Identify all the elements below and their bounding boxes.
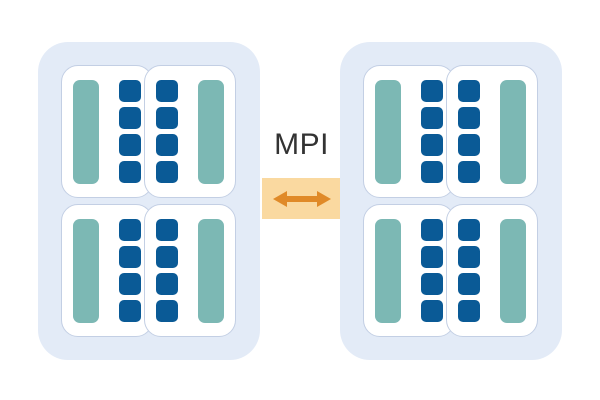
mpi-label: MPI: [274, 128, 329, 161]
core: [421, 300, 443, 323]
socket-card: [363, 65, 455, 198]
core: [119, 79, 141, 102]
core: [458, 134, 480, 157]
core: [119, 161, 141, 184]
core: [119, 245, 141, 268]
memory-bar: [198, 79, 224, 184]
core-column: [156, 218, 178, 323]
core: [119, 134, 141, 157]
mpi-link-band: [262, 178, 341, 219]
core: [458, 300, 480, 323]
memory-bar: [375, 218, 401, 323]
core: [421, 79, 443, 102]
core: [156, 218, 178, 241]
socket-card: [144, 204, 236, 337]
memory-bar: [73, 218, 99, 323]
core: [421, 245, 443, 268]
core: [421, 273, 443, 296]
node-right: [340, 42, 562, 360]
core-column: [156, 79, 178, 184]
socket-card: [446, 204, 538, 337]
socket-card: [61, 204, 153, 337]
core: [119, 106, 141, 129]
core: [119, 218, 141, 241]
core: [458, 79, 480, 102]
core: [119, 300, 141, 323]
core: [156, 106, 178, 129]
memory-bar: [375, 79, 401, 184]
core: [421, 218, 443, 241]
memory-bar: [500, 218, 526, 323]
memory-bar: [198, 218, 224, 323]
memory-bar: [73, 79, 99, 184]
core: [458, 161, 480, 184]
core: [156, 79, 178, 102]
core: [156, 300, 178, 323]
core: [458, 245, 480, 268]
core: [156, 273, 178, 296]
double-headed-horizontal-arrow-icon: [271, 188, 333, 210]
core: [458, 218, 480, 241]
core: [458, 106, 480, 129]
node-left: [38, 42, 260, 360]
socket-card: [61, 65, 153, 198]
socket-card: [144, 65, 236, 198]
socket-card: [446, 65, 538, 198]
core: [458, 273, 480, 296]
core: [421, 106, 443, 129]
core-column: [421, 79, 443, 184]
core-column: [421, 218, 443, 323]
core-column: [458, 218, 480, 323]
core: [156, 161, 178, 184]
socket-card: [363, 204, 455, 337]
memory-bar: [500, 79, 526, 184]
core: [156, 245, 178, 268]
core: [421, 134, 443, 157]
core: [156, 134, 178, 157]
core-column: [119, 218, 141, 323]
core: [421, 161, 443, 184]
core-column: [458, 79, 480, 184]
core: [119, 273, 141, 296]
core-column: [119, 79, 141, 184]
